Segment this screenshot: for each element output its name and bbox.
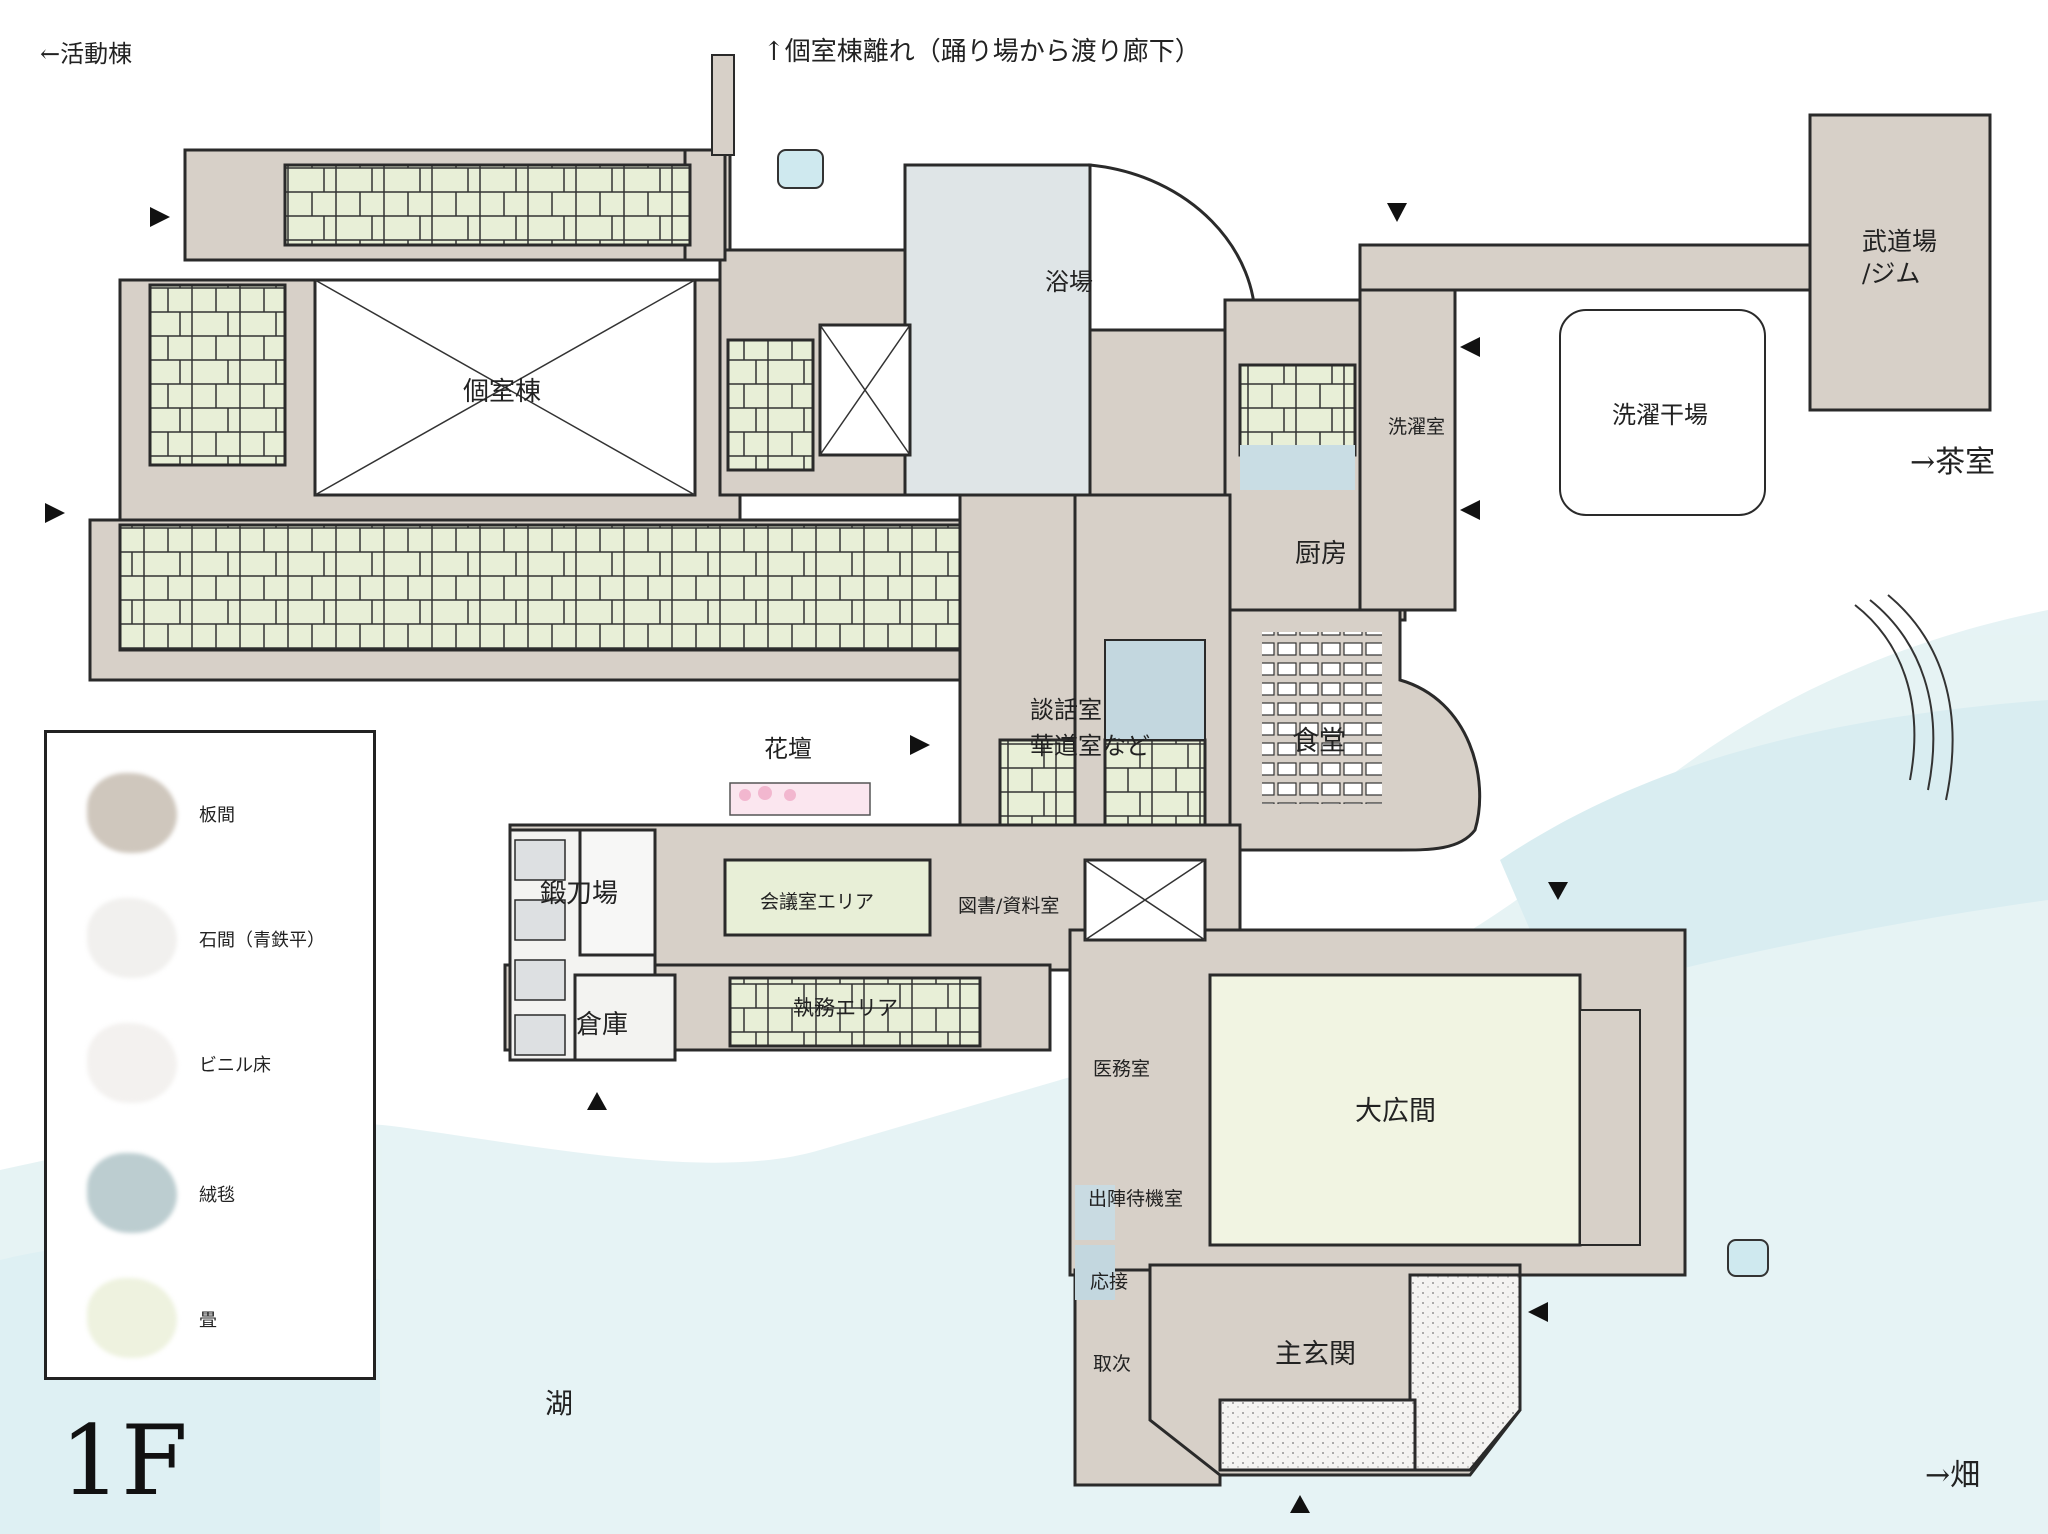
legend-item-carpet: 絨毯 [87,1153,367,1233]
legend-item-stone: 石間（青鉄平） [87,898,367,978]
label-imu: 医務室 [1093,1058,1150,1080]
dir-east-tea: →茶室 [1910,445,1995,480]
legend-swatch [87,1278,177,1358]
pond-north [777,149,824,189]
legend-swatch [87,1153,177,1233]
flower-bed [729,782,871,816]
label-kado: 華道室など [1030,732,1150,760]
pond-south [1727,1239,1769,1277]
label-mizuumi: 湖 [545,1387,573,1420]
east-arcs [1854,594,1954,801]
carpet-shutsujin [1075,1185,1115,1240]
legend-swatch [87,1023,177,1103]
light-well-1 [818,323,912,457]
forge-block [508,828,677,1062]
label-sentakuhoshi: 洗濯干場 [1612,401,1708,429]
legend-swatch [87,898,177,978]
legend-label: 畳 [199,1310,217,1331]
label-chubo: 厨房 [1295,539,1347,569]
legend-label: 石間（青鉄平） [199,930,325,951]
courtyard-private [313,278,697,497]
ohiroma-side [1579,1009,1641,1246]
label-genkan: 主玄関 [1275,1339,1356,1370]
label-koshitsu: 個室棟 [463,377,541,407]
label-kaigi: 会議室エリア [760,891,874,913]
label-shokudo: 食堂 [1292,726,1346,757]
dining-tables [1262,632,1382,804]
tatami-rooms [118,163,1357,1048]
laundry-yard [1559,309,1766,516]
entrance-arrows [45,203,1568,1513]
labels: ←活動棟 ↑個室棟離れ（踊り場から渡り廊下） →茶室 →畑 個室棟 浴場 洗濯室… [40,37,1995,1493]
legend-label: 絨毯 [199,1185,235,1206]
laundry-blue [1240,445,1355,490]
legend: 板間 石間（青鉄平） ビニル床 絨毯 畳 [44,730,376,1380]
label-shutsujin: 出陣待機室 [1088,1188,1183,1210]
legend-label: ビニル床 [199,1055,271,1076]
label-budo: 武道場 [1862,227,1937,256]
label-yokujo: 浴場 [1045,268,1093,296]
label-osetsu: 応接 [1090,1271,1128,1293]
label-tanto: 鍛刀場 [540,879,618,909]
label-soko: 倉庫 [576,1010,628,1040]
dir-north: ↑個室棟離れ（踊り場から渡り廊下） [763,37,1201,67]
legend-item-vinyl: ビニル床 [87,1023,367,1103]
flower-dots [739,786,796,801]
label-tosho: 図書/資料室 [958,895,1059,917]
label-danwa: 談話室 [1030,696,1102,724]
legend-item-tatami: 畳 [87,1278,367,1358]
legend-item-wood: 板間 [87,773,367,853]
dir-east-field: →畑 [1925,1458,1980,1493]
entry-step [1218,1398,1417,1472]
north-corridor [711,54,735,156]
label-toritsugi: 取次 [1093,1353,1131,1375]
dir-west: ←活動棟 [40,40,132,68]
label-shitsumu: 執務エリア [793,996,898,1020]
label-ohiroma: 大広間 [1355,1096,1436,1127]
legend-label: 板間 [199,805,235,826]
carpet-osetsu [1075,1245,1115,1300]
ohiroma-floor [1208,973,1582,1247]
legend-swatch [87,773,177,853]
carpet-danwa [1104,639,1206,741]
light-well-2 [1083,858,1207,942]
floor-label: 1F [60,1405,188,1517]
label-gym: /ジム [1862,259,1920,288]
label-kadan: 花壇 [764,735,812,763]
label-sentaku: 洗濯室 [1388,416,1445,438]
